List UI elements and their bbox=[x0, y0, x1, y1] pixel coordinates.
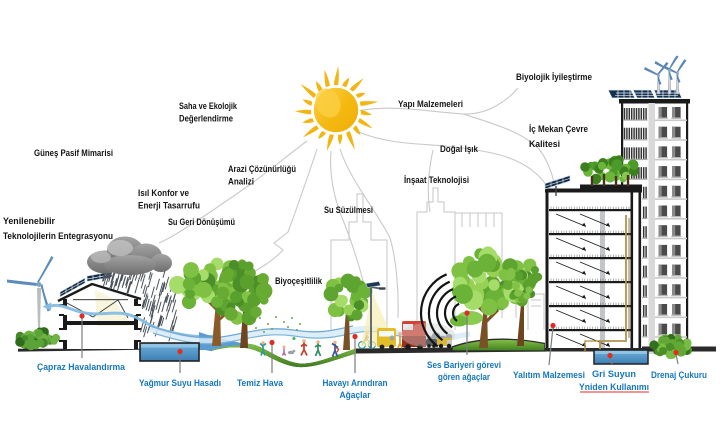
svg-text:Analizi: Analizi bbox=[228, 177, 254, 188]
svg-text:Havayı Arındıran: Havayı Arındıran bbox=[323, 378, 388, 388]
svg-text:Arazi Çözünürlüğü: Arazi Çözünürlüğü bbox=[228, 164, 296, 175]
svg-text:Yniden Kullanımı: Yniden Kullanımı bbox=[579, 382, 649, 392]
svg-text:Yalıtım Malzemesi: Yalıtım Malzemesi bbox=[513, 370, 585, 380]
svg-text:Ağaçlar: Ağaçlar bbox=[340, 390, 371, 400]
svg-text:Biyoçeşitlilik: Biyoçeşitlilik bbox=[275, 276, 323, 287]
svg-text:Doğal Işık: Doğal Işık bbox=[440, 144, 479, 155]
svg-text:Su Süzülmesi: Su Süzülmesi bbox=[324, 205, 373, 216]
svg-text:Enerji Tasarrufu: Enerji Tasarrufu bbox=[138, 201, 200, 212]
svg-text:Biyolojik İyileştirme: Biyolojik İyileştirme bbox=[516, 72, 592, 83]
svg-text:Su Geri Dönüşümü: Su Geri Dönüşümü bbox=[168, 217, 235, 228]
svg-text:Gri Suyun: Gri Suyun bbox=[592, 369, 636, 379]
svg-text:İnşaat Teknolojisi: İnşaat Teknolojisi bbox=[404, 175, 469, 186]
svg-text:Değerlendirme: Değerlendirme bbox=[179, 114, 233, 125]
svg-text:Teknolojilerin Entegrasyonu: Teknolojilerin Entegrasyonu bbox=[3, 231, 113, 242]
svg-text:Isıl Konfor ve: Isıl Konfor ve bbox=[138, 188, 189, 199]
svg-text:Ses Bariyeri görevi: Ses Bariyeri görevi bbox=[427, 360, 501, 370]
svg-text:Saha ve Ekolojik: Saha ve Ekolojik bbox=[179, 101, 238, 112]
svg-text:Çapraz Havalandırma: Çapraz Havalandırma bbox=[37, 362, 126, 372]
svg-text:gören ağaçlar: gören ağaçlar bbox=[438, 372, 490, 382]
svg-text:İç Mekan Çevre: İç Mekan Çevre bbox=[529, 124, 588, 135]
svg-text:Drenaj Çukuru: Drenaj Çukuru bbox=[651, 370, 707, 380]
svg-text:Temiz Hava: Temiz Hava bbox=[237, 378, 284, 388]
svg-text:Yağmur Suyu Hasadı: Yağmur Suyu Hasadı bbox=[139, 378, 221, 388]
svg-text:Güneş Pasif Mimarisi: Güneş Pasif Mimarisi bbox=[34, 148, 113, 159]
svg-text:Yenilenebilir: Yenilenebilir bbox=[3, 216, 55, 227]
svg-text:Yapı Malzemeleri: Yapı Malzemeleri bbox=[398, 99, 463, 110]
svg-text:Kalitesi: Kalitesi bbox=[529, 139, 560, 150]
